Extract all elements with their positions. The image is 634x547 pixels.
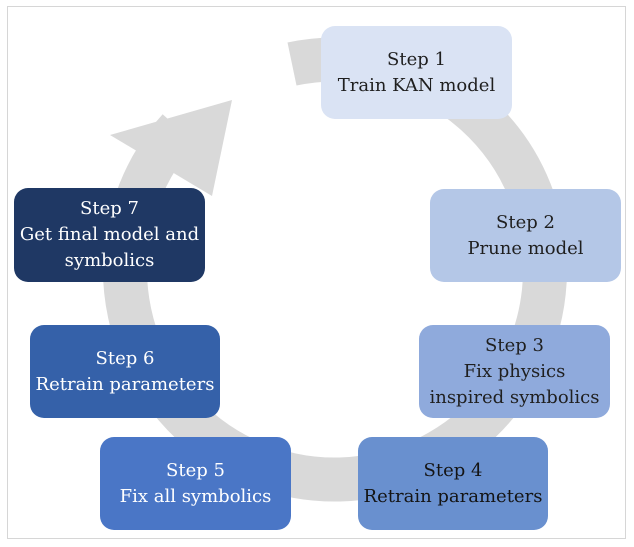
cycle-arrowhead [110,100,232,196]
step-7-title: Step 7 [80,198,139,219]
step-1-line-1: Train KAN model [337,74,496,96]
step-4-title: Step 4 [423,459,483,481]
step-5-box: Step 5 Fix all symbolics [100,437,291,530]
step-1-title: Step 1 [387,48,446,70]
step-3-title: Step 3 [485,334,544,356]
step-1-box: Step 1 Train KAN model [321,26,512,119]
step-4-box: Step 4 Retrain parameters [358,437,548,530]
step-5-line-1: Fix all symbolics [119,485,272,507]
step-6-title: Step 6 [95,347,155,369]
step-3-line-2: inspired symbolics [429,386,600,408]
step-4-line-1: Retrain parameters [363,485,543,507]
step-2-box: Step 2 Prune model [430,189,621,282]
step-6-line-1: Retrain parameters [35,373,215,395]
step-2-title: Step 2 [496,211,555,233]
step-7-line-1: Get final model and [19,224,200,245]
step-7-line-2: symbolics [64,250,155,271]
step-7-box: Step 7 Get final model and symbolics [14,188,205,282]
step-2-line-1: Prune model [467,237,584,259]
step-5-title: Step 5 [166,459,225,481]
step-6-box: Step 6 Retrain parameters [30,325,220,418]
step-3-box: Step 3 Fix physics inspired symbolics [419,325,610,418]
step-3-line-1: Fix physics [463,360,566,382]
